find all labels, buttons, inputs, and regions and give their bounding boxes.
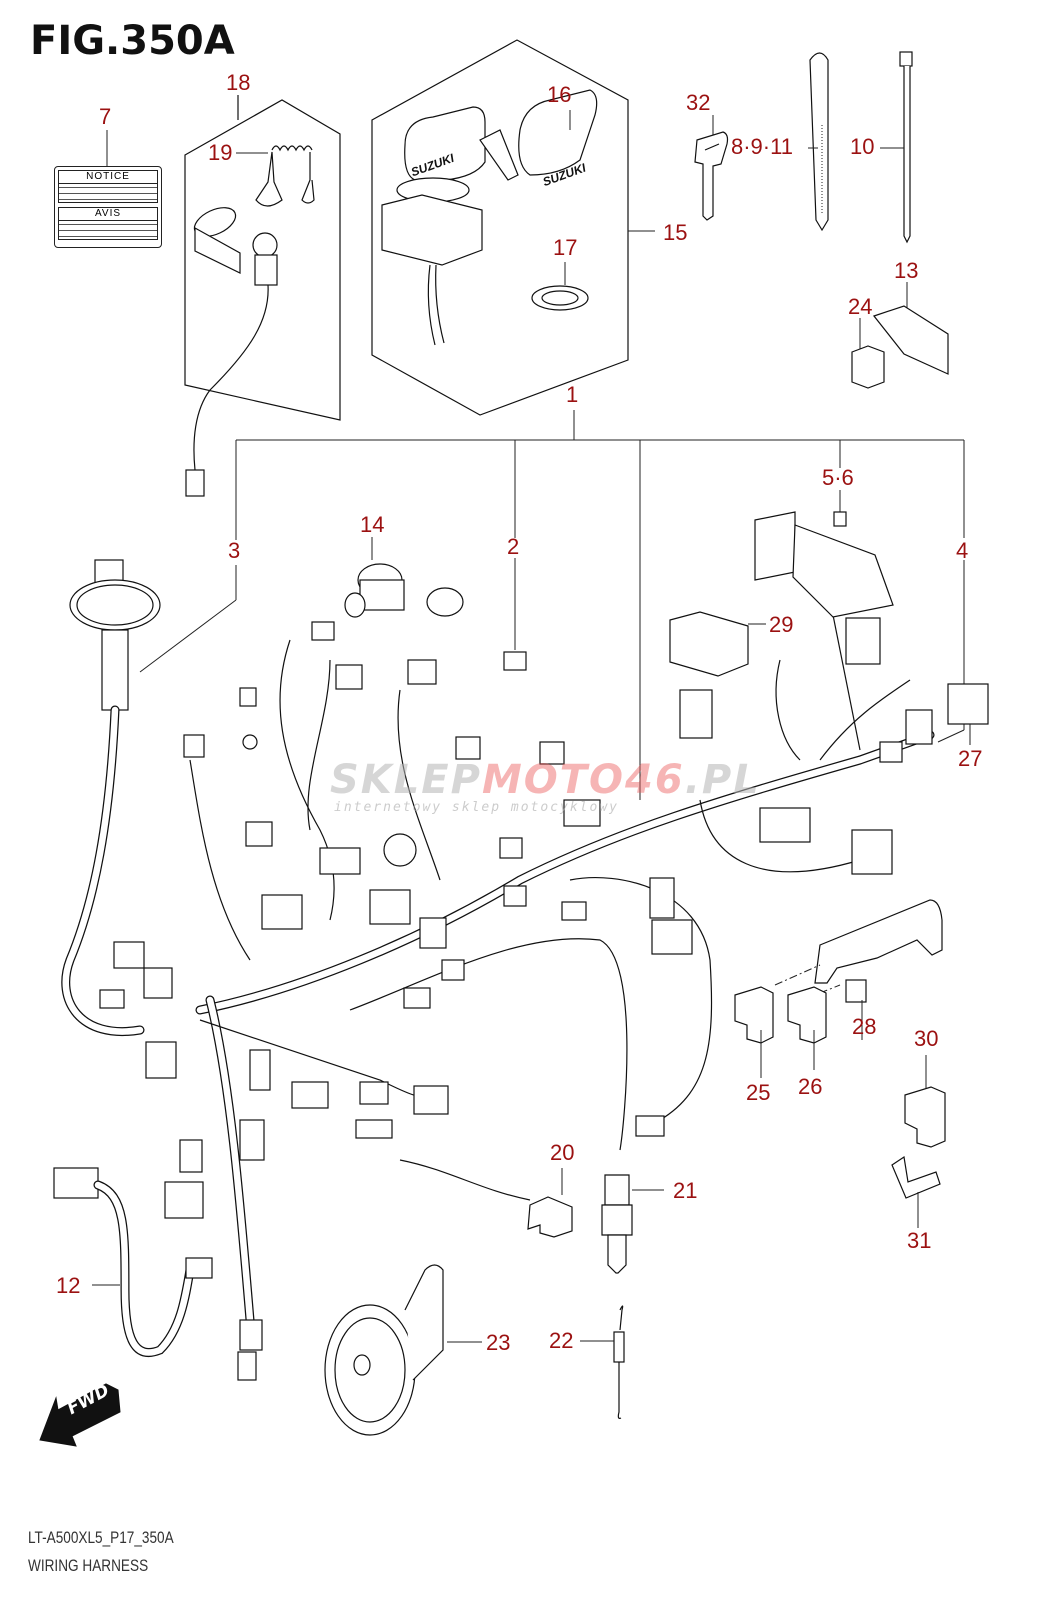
callout-4: 4 (956, 538, 969, 563)
callout-25: 25 (746, 1080, 771, 1105)
callout-28: 28 (852, 1014, 877, 1039)
figure-name: WIRING HARNESS (28, 1556, 149, 1575)
callout-5-6: 5·6 (822, 465, 854, 490)
sensor-20-drawing (399, 1159, 573, 1238)
figure-code: LT-A500XL5_P17_350A (28, 1528, 174, 1547)
callout-23: 23 (486, 1330, 511, 1355)
fuse-box-drawing (754, 511, 894, 618)
harness-connectors (99, 617, 933, 1219)
key-drawing (694, 115, 729, 221)
callout-15: 15 (663, 220, 688, 245)
callout-16: 16 (547, 82, 572, 107)
figure-title: FIG.350A (30, 18, 235, 64)
callout-8-9-11: 8·9·11 (731, 134, 793, 159)
callout-3: 3 (228, 538, 241, 563)
watermark: SKLEPMOTO46.PL internetowy sklep motocyk… (330, 760, 761, 815)
watermark-text-b: MOTO46 (481, 757, 685, 803)
relay-bracket-28-drawing (734, 899, 943, 1078)
fwd-arrow-icon (39, 1383, 121, 1447)
ignition-switch-frame (371, 39, 655, 416)
relay-29-drawing (669, 611, 766, 677)
callout-1: 1 (566, 382, 579, 407)
harness-3-drawing (61, 559, 161, 1036)
lead-wire-12-drawing (53, 1167, 213, 1357)
clamp-band-drawing (808, 52, 829, 232)
watermark-text-a: SKLEP (330, 757, 482, 803)
relay-bracket-drawing (851, 282, 949, 389)
callout-31: 31 (907, 1228, 932, 1253)
callout-14: 14 (360, 512, 385, 537)
callout-30: 30 (914, 1026, 939, 1051)
cable-tie-drawing (880, 51, 913, 244)
emergency-switch-frame (184, 95, 341, 421)
spring-drawing (580, 1305, 625, 1419)
callout-21: 21 (673, 1178, 698, 1203)
callout-18: 18 (226, 70, 251, 95)
watermark-subtitle: internetowy sklep motocyklowy (334, 800, 619, 815)
power-outlet-drawing (344, 537, 464, 618)
main-harness-trunk (189, 599, 935, 1381)
notice-label-decal: NOTICE AVIS (54, 166, 162, 248)
avis-header: AVIS (58, 207, 158, 221)
horn-drawing (324, 1264, 482, 1436)
callout-10: 10 (850, 134, 875, 159)
callout-12: 12 (56, 1273, 81, 1298)
connector-27-drawing (947, 683, 989, 745)
callout-24: 24 (848, 294, 873, 319)
callout-22: 22 (549, 1328, 574, 1353)
callout-20: 20 (550, 1140, 575, 1165)
callout-17: 17 (553, 235, 578, 260)
lanyard-coil (255, 145, 315, 207)
callout-32: 32 (686, 90, 711, 115)
callout-19: 19 (208, 140, 233, 165)
watermark-text-c: .PL (684, 757, 761, 803)
avis-text-lines (58, 221, 158, 240)
connector-2 (503, 651, 527, 671)
callout-13: 13 (894, 258, 919, 283)
notice-header: NOTICE (58, 170, 158, 184)
notice-text-lines (58, 184, 158, 203)
callout-2: 2 (507, 534, 520, 559)
callout-26: 26 (798, 1074, 823, 1099)
callout-27: 27 (958, 746, 983, 771)
callout-7: 7 (99, 104, 112, 129)
ignition-switch-body: SUZUKI SUZUKI (381, 89, 598, 346)
callout-29: 29 (769, 612, 794, 637)
harness-bracket-frame (139, 410, 965, 800)
oxygen-sensor-drawing (601, 1174, 664, 1274)
stop-switch-body (185, 207, 278, 497)
relay-30-bracket-31-drawing (891, 1055, 946, 1228)
